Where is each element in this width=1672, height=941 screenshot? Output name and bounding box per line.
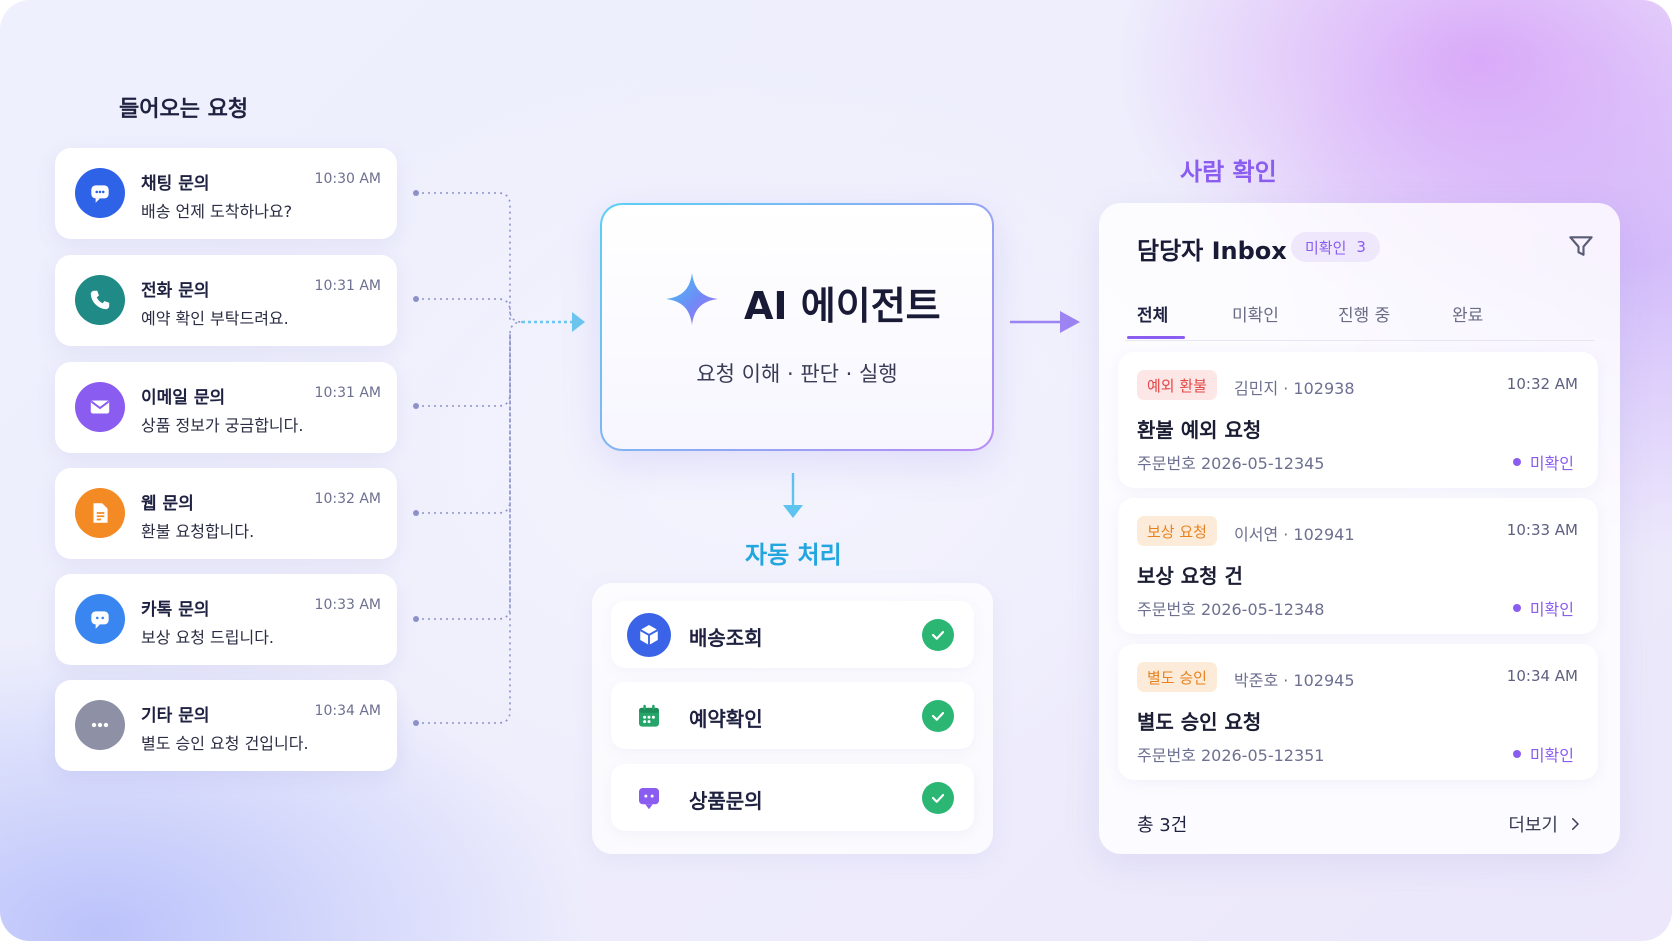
case-order-number: 주문번호 2026-05-12345 (1137, 454, 1325, 473)
filter-icon[interactable] (1566, 231, 1596, 261)
request-message: 배송 언제 도착하나요? (141, 202, 293, 221)
inbox-tabs: 전체 미확인 진행 중 완료 (1125, 281, 1594, 341)
request-time: 10:30 AM (314, 171, 381, 187)
request-time: 10:34 AM (314, 703, 381, 719)
case-meta: 이서연 · 102941 (1234, 525, 1355, 544)
request-message: 환불 요청합니다. (141, 522, 255, 541)
mail-icon (75, 382, 125, 432)
chat-icon (75, 594, 125, 644)
ai-agent-subtitle: 요청 이해 · 판단 · 실행 (696, 362, 898, 386)
ai-agent-card[interactable]: AI 에이전트 요청 이해 · 판단 · 실행 (600, 203, 994, 451)
auto-item-product[interactable]: 상품문의 (611, 764, 974, 831)
human-review-title: 사람 확인 (1180, 158, 1277, 186)
case-order-number: 주문번호 2026-05-12348 (1137, 600, 1325, 619)
request-type: 채팅 문의 (141, 174, 210, 194)
request-card-chat[interactable]: 채팅 문의 10:30 AM 배송 언제 도착하나요? (55, 148, 397, 239)
inbox-item[interactable]: 별도 승인 박준호 · 102945 10:34 AM 별도 승인 요청 주문번… (1118, 644, 1598, 780)
request-message: 보상 요청 드립니다. (141, 628, 275, 647)
request-message: 상품 정보가 궁금합니다. (141, 416, 304, 435)
incoming-requests-title: 들어오는 요청 (119, 97, 249, 122)
more-icon (75, 700, 125, 750)
case-title: 보상 요청 건 (1137, 564, 1243, 588)
request-time: 10:31 AM (314, 278, 381, 294)
request-type: 웹 문의 (141, 494, 194, 514)
tab-in-progress[interactable]: 진행 중 (1338, 306, 1391, 326)
chevron-right-icon (1572, 818, 1579, 830)
case-status-label: 미확인 (1529, 600, 1574, 619)
request-card-web[interactable]: 웹 문의 10:32 AM 환불 요청합니다. (55, 468, 397, 559)
request-time: 10:31 AM (314, 385, 381, 401)
auto-item-label: 예약확인 (689, 707, 763, 731)
case-time: 10:34 AM (1506, 667, 1578, 685)
case-status: 미확인 (1512, 596, 1574, 620)
request-message: 예약 확인 부탁드려요. (141, 309, 289, 328)
chat-icon (75, 168, 125, 218)
request-card-email[interactable]: 이메일 문의 10:31 AM 상품 정보가 궁금합니다. (55, 362, 397, 453)
tab-unread[interactable]: 미확인 (1232, 306, 1279, 326)
case-title: 별도 승인 요청 (1137, 710, 1262, 734)
case-meta: 박준호 · 102945 (1234, 671, 1355, 690)
check-icon (922, 782, 954, 814)
assignee-inbox-panel: 담당자 Inbox 미확인 3 전체 미확인 진행 중 완료 예외 환불 김민지… (1099, 203, 1620, 854)
tab-completed[interactable]: 완료 (1452, 306, 1484, 326)
document-icon (75, 488, 125, 538)
request-type: 카톡 문의 (141, 600, 210, 620)
active-tab-indicator (1127, 336, 1185, 339)
tab-all[interactable]: 전체 (1137, 306, 1169, 326)
calendar-icon (627, 694, 671, 738)
phone-icon (75, 275, 125, 325)
request-type: 기타 문의 (141, 706, 210, 726)
case-tag: 별도 승인 (1137, 662, 1217, 692)
auto-item-reservation[interactable]: 예약확인 (611, 682, 974, 749)
auto-processing-panel: 배송조회 예약확인 상품문의 (592, 583, 993, 854)
request-time: 10:33 AM (314, 597, 381, 613)
inbox-title: 담당자 Inbox (1137, 237, 1287, 265)
request-message: 별도 승인 요청 건입니다. (141, 734, 309, 753)
case-order-number: 주문번호 2026-05-12351 (1137, 746, 1325, 765)
check-icon (922, 619, 954, 651)
see-more-link[interactable]: 더보기 (1508, 811, 1584, 837)
case-status-label: 미확인 (1529, 454, 1574, 473)
sparkle-icon (666, 273, 718, 325)
auto-item-delivery[interactable]: 배송조회 (611, 601, 974, 668)
check-icon (922, 700, 954, 732)
auto-processing-title: 자동 처리 (745, 541, 842, 569)
case-status-label: 미확인 (1529, 746, 1574, 765)
unread-badge[interactable]: 미확인 3 (1291, 232, 1380, 262)
status-dot-icon (1512, 458, 1521, 466)
unread-badge-count: 3 (1356, 238, 1366, 256)
request-time: 10:32 AM (314, 491, 381, 507)
request-card-kakaotalk[interactable]: 카톡 문의 10:33 AM 보상 요청 드립니다. (55, 574, 397, 665)
case-tag: 예외 환불 (1137, 370, 1217, 400)
request-card-phone[interactable]: 전화 문의 10:31 AM 예약 확인 부탁드려요. (55, 255, 397, 346)
case-status: 미확인 (1512, 450, 1574, 474)
status-dot-icon (1512, 604, 1521, 612)
case-time: 10:33 AM (1506, 521, 1578, 539)
ai-agent-title: AI 에이전트 (744, 284, 941, 328)
case-tag: 보상 요청 (1137, 516, 1217, 546)
status-dot-icon (1512, 750, 1521, 758)
request-card-other[interactable]: 기타 문의 10:34 AM 별도 승인 요청 건입니다. (55, 680, 397, 771)
case-meta: 김민지 · 102938 (1234, 379, 1355, 398)
auto-item-label: 상품문의 (689, 789, 763, 813)
request-type: 전화 문의 (141, 281, 210, 301)
unread-badge-label: 미확인 (1305, 238, 1347, 257)
request-type: 이메일 문의 (141, 388, 226, 408)
case-status: 미확인 (1512, 742, 1574, 766)
case-time: 10:32 AM (1506, 375, 1578, 393)
inbox-item[interactable]: 예외 환불 김민지 · 102938 10:32 AM 환불 예외 요청 주문번… (1118, 352, 1598, 488)
inbox-item[interactable]: 보상 요청 이서연 · 102941 10:33 AM 보상 요청 건 주문번호… (1118, 498, 1598, 634)
see-more-label: 더보기 (1508, 815, 1558, 836)
auto-item-label: 배송조회 (689, 626, 763, 650)
inbox-total-count: 총 3건 (1137, 815, 1188, 836)
box-icon (627, 613, 671, 657)
chat-icon (627, 776, 671, 820)
case-title: 환불 예외 요청 (1137, 418, 1262, 442)
